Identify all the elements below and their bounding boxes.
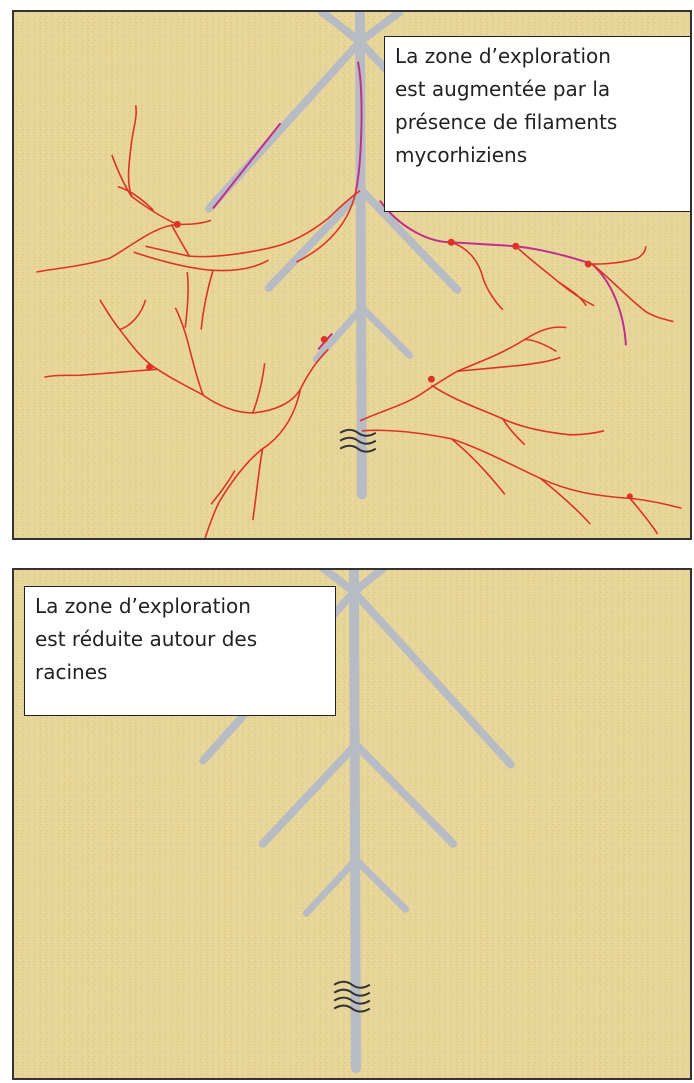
caption-line: La zone d’exploration <box>395 40 683 73</box>
caption-line: racines <box>35 656 325 689</box>
caption-line: présence de filaments <box>395 106 683 139</box>
caption-without-mycorrhizae: La zone d’exploration est réduite autour… <box>24 586 336 716</box>
caption-line: mycorhiziens <box>395 139 683 172</box>
caption-line: est augmentée par la <box>395 73 683 106</box>
panel-without-mycorrhizae: La zone d’exploration est réduite autour… <box>12 568 692 1080</box>
caption-with-mycorrhizae: La zone d’exploration est augmentée par … <box>384 36 692 212</box>
caption-line: est réduite autour des <box>35 623 325 656</box>
caption-line: La zone d’exploration <box>35 590 325 623</box>
panel-with-mycorrhizae: La zone d’exploration est augmentée par … <box>12 10 692 540</box>
